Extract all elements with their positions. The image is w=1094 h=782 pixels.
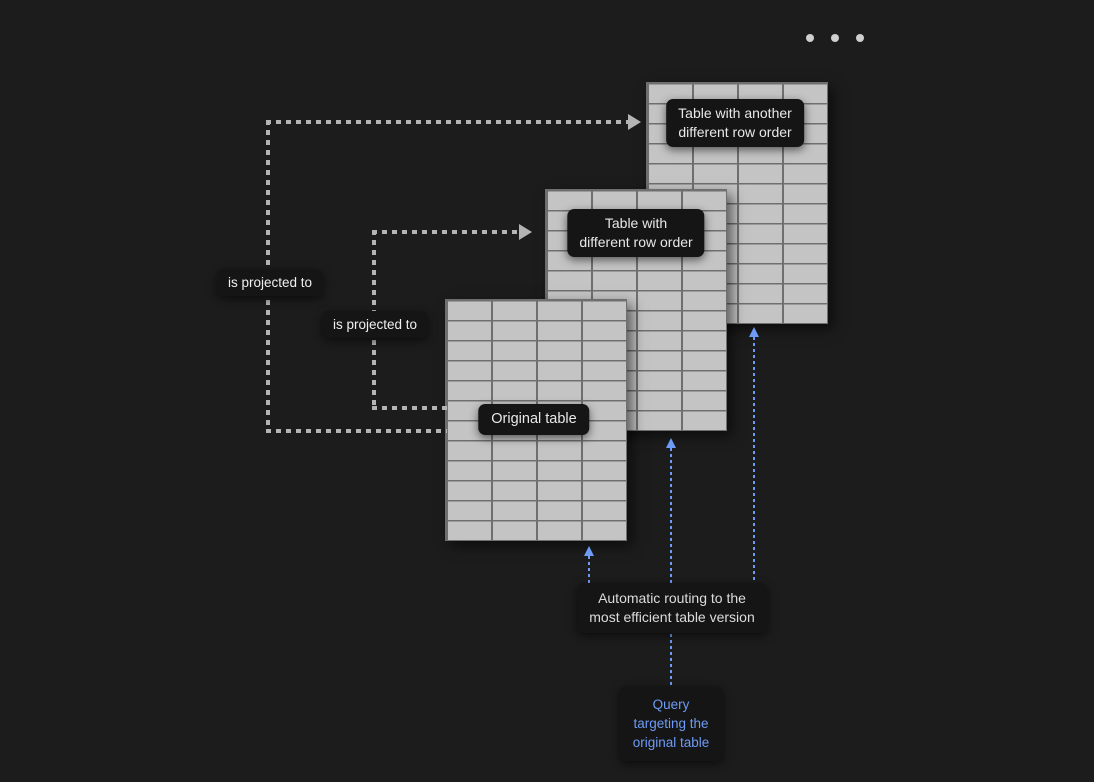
label-line: Table with [604, 215, 668, 231]
automatic-routing-note: Automatic routing to the most efficient … [577, 583, 767, 633]
is-projected-to-label: is projected to [321, 311, 429, 338]
label-line: Original table [491, 411, 577, 427]
label-line: Table with another [678, 105, 792, 121]
label-line: targeting the [633, 716, 709, 731]
label-line: different row order [579, 234, 693, 250]
routing-arrow-to-another-order [753, 337, 755, 583]
menu-dot-icon [806, 34, 814, 42]
label-line: Query [652, 697, 690, 712]
different-row-order-table-label: Table with different row order [567, 209, 705, 257]
more-options-menu[interactable] [806, 34, 864, 42]
label-line: different row order [678, 124, 792, 140]
is-projected-to-label: is projected to [216, 269, 324, 296]
original-table-label: Original table [478, 404, 590, 435]
routing-arrow-to-different-order [670, 448, 672, 583]
arrow-segment [372, 406, 447, 410]
arrow-segment [372, 230, 519, 234]
routing-arrow-to-original [588, 556, 590, 583]
arrowhead-up-icon [666, 438, 676, 448]
query-to-routing-connector [670, 634, 672, 686]
arrowhead-right-icon [628, 114, 641, 130]
query-note: Query targeting the original table [619, 686, 723, 761]
arrowhead-up-icon [749, 327, 759, 337]
menu-dot-icon [856, 34, 864, 42]
label-line: original table [632, 735, 710, 750]
label-line: most efficient table version [589, 609, 755, 625]
arrowhead-up-icon [584, 546, 594, 556]
label-line: Automatic routing to the [598, 590, 746, 606]
arrow-segment [266, 429, 447, 433]
another-row-order-table-label: Table with another different row order [666, 99, 804, 147]
menu-dot-icon [831, 34, 839, 42]
arrowhead-right-icon [519, 224, 532, 240]
arrow-segment [266, 120, 628, 124]
